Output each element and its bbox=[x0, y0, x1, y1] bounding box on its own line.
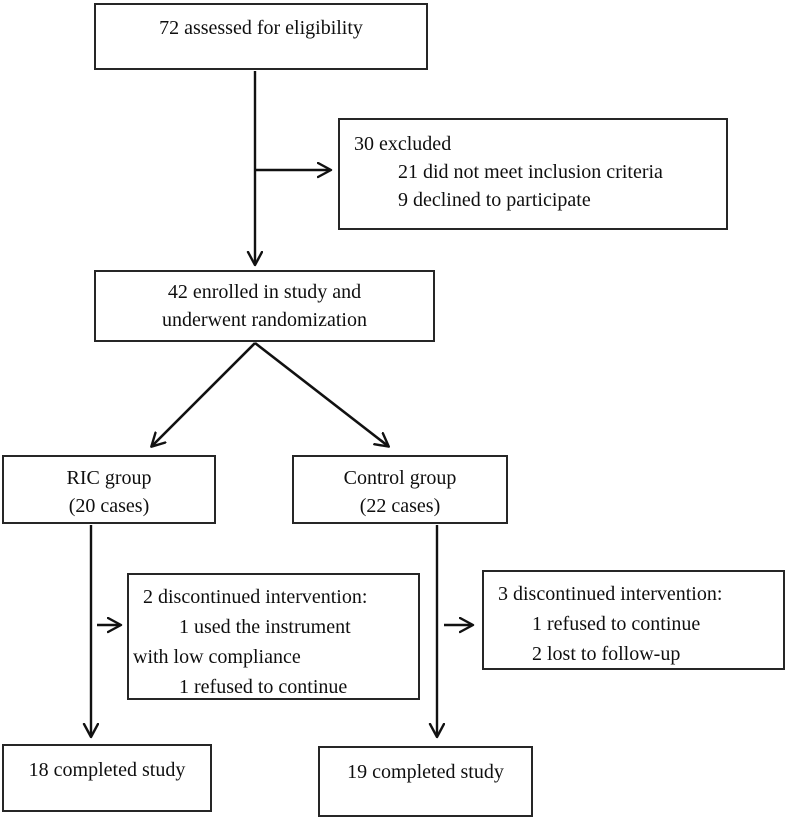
excluded-reason-inclusion-criteria: 21 did not meet inclusion criteria bbox=[398, 161, 663, 183]
control-discontinued-reason2: 2 lost to follow-up bbox=[532, 643, 681, 665]
enrolled-text-line1: 42 enrolled in study and bbox=[167, 281, 362, 303]
ric-discontinued-reason2: 1 refused to continue bbox=[179, 676, 348, 698]
box-control-group: Control group (22 cases) bbox=[292, 455, 508, 524]
ric-discontinued-total: 2 discontinued intervention: bbox=[143, 586, 368, 608]
arrow-enrolled-to-control-group bbox=[254, 341, 388, 446]
control-completed-text: 19 completed study bbox=[347, 761, 504, 783]
ric-discontinued-reason1-line1: 1 used the instrument bbox=[179, 616, 351, 638]
box-control-discontinued: 3 discontinued intervention: 1 refused t… bbox=[482, 570, 785, 670]
control-group-label: Control group bbox=[343, 467, 457, 489]
ric-completed-text: 18 completed study bbox=[28, 759, 186, 781]
box-ric-discontinued: 2 discontinued intervention: 1 used the … bbox=[127, 573, 420, 700]
box-ric-completed-study: 18 completed study bbox=[2, 744, 212, 812]
box-control-completed-study: 19 completed study bbox=[318, 746, 533, 817]
box-ric-group: RIC group (20 cases) bbox=[2, 455, 216, 524]
enrolled-text-line2: underwent randomization bbox=[162, 309, 367, 331]
box-enrolled-randomized: 42 enrolled in study and underwent rando… bbox=[94, 270, 435, 342]
ric-group-label: RIC group bbox=[66, 467, 152, 489]
ric-group-cases: (20 cases) bbox=[68, 495, 150, 517]
box-assessed-for-eligibility: 72 assessed for eligibility bbox=[94, 3, 428, 70]
control-discontinued-reason1: 1 refused to continue bbox=[532, 613, 701, 635]
ric-discontinued-reason1-line2: with low compliance bbox=[133, 646, 301, 668]
arrow-enrolled-to-ric-group bbox=[152, 342, 256, 446]
box-excluded: 30 excluded 21 did not meet inclusion cr… bbox=[338, 118, 728, 230]
excluded-reason-declined: 9 declined to participate bbox=[398, 189, 591, 211]
assessed-text: 72 assessed for eligibility bbox=[159, 17, 363, 39]
control-group-cases: (22 cases) bbox=[359, 495, 441, 517]
excluded-total-text: 30 excluded bbox=[354, 133, 452, 155]
control-discontinued-total: 3 discontinued intervention: bbox=[498, 583, 723, 605]
